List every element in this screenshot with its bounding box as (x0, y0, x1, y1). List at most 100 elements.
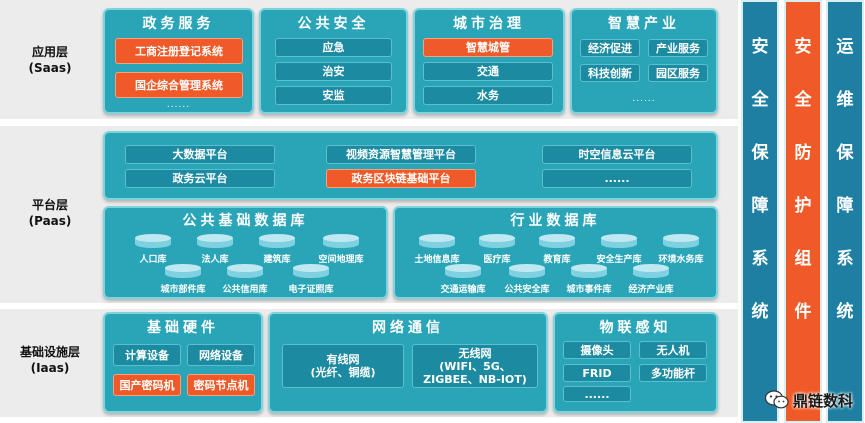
wired-network-detail: (光纤、铜缆) (310, 366, 376, 379)
video-resource-platform[interactable]: 视频资源智慧管理平台 (326, 145, 476, 164)
city-parts-db-label: 城市部件库 (160, 285, 206, 295)
database-icon (293, 264, 329, 280)
business-registration-system[interactable]: 工商注册登记系统 (115, 38, 243, 64)
smart-city-management-item[interactable]: 智慧城管 (423, 38, 553, 57)
industry-services-item[interactable]: 产业服务 (648, 39, 708, 57)
wireless-network-detail-2: ZIGBEE、NB-IOT) (423, 372, 527, 386)
smart-industry-panel: 智慧产业 经济促进 产业服务 科技创新 园区服务 ...... (570, 8, 718, 114)
public-credit-db[interactable]: 公共信用库 (222, 264, 268, 295)
security-char-6: 统 (751, 302, 769, 322)
wired-network[interactable]: 有线网 (光纤、铜缆) (282, 344, 404, 388)
spatiotemporal-cloud-platform[interactable]: 时空信息云平台 (542, 145, 692, 164)
medical-db[interactable]: 医疗库 (477, 234, 517, 265)
network-communication-panel: 网络通信 有线网 (光纤、铜缆) 无线网 (WIFI、5G、 ZIGBEE、NB… (268, 312, 548, 413)
water-affairs-item[interactable]: 水务 (423, 86, 553, 105)
land-info-db-label: 土地信息库 (414, 255, 460, 265)
watermark: 鼎链数科 (764, 389, 853, 411)
database-icon (509, 264, 545, 280)
database-icon (135, 234, 171, 250)
gov-cloud-platform[interactable]: 政务云平台 (125, 169, 275, 188)
tech-innovation-item[interactable]: 科技创新 (580, 64, 640, 82)
camera-item[interactable]: 摄像头 (563, 341, 631, 359)
ops-char-4: 障 (836, 196, 854, 216)
iot-sensing-title: 物联感知 (599, 320, 672, 336)
security-protection-component-bar: 安 全 防 护 组 件 (784, 0, 822, 423)
population-db-label: 人口库 (139, 255, 167, 265)
economic-industry-db[interactable]: 经济产业库 (628, 264, 674, 295)
spatial-geo-db-label: 空间地理库 (318, 255, 364, 265)
transportation-item[interactable]: 交通 (423, 62, 553, 81)
education-db[interactable]: 教育库 (537, 234, 577, 265)
security-char-2: 全 (751, 90, 769, 110)
production-safety-db-label: 安全生产库 (596, 255, 642, 265)
database-icon (633, 264, 669, 280)
wireless-network[interactable]: 无线网 (WIFI、5G、 ZIGBEE、NB-IOT) (412, 344, 538, 388)
environment-water-db[interactable]: 环境水务库 (658, 234, 704, 265)
legal-person-db[interactable]: 法人库 (195, 234, 235, 265)
building-db-label: 建筑库 (263, 255, 291, 265)
database-icon (419, 234, 455, 250)
gov-services-panel: 政务服务 工商注册登记系统 国企综合管理系统 ...... (103, 8, 254, 114)
database-icon (197, 234, 233, 250)
emergency-item[interactable]: 应急 (275, 38, 392, 57)
security-char-4: 障 (751, 196, 769, 216)
land-info-db[interactable]: 土地信息库 (414, 234, 460, 265)
frid-item[interactable]: FRID (563, 364, 631, 382)
e-license-db[interactable]: 电子证照库 (288, 264, 334, 295)
big-data-platform[interactable]: 大数据平台 (125, 145, 275, 164)
iaas-layer-sub: (Iaas) (30, 361, 70, 375)
wireless-network-detail-1: (WIFI、5G、 (439, 359, 511, 373)
basic-hardware-panel: 基础硬件 计算设备 网络设备 国产密码机 密码节点机 (103, 312, 263, 413)
ops-char-5: 系 (836, 249, 854, 269)
basic-hardware-title: 基础硬件 (147, 320, 219, 336)
ops-assurance-system-bar: 运 维 保 障 系 统 (826, 0, 864, 423)
safety-supervision-item[interactable]: 安监 (275, 86, 392, 105)
network-device[interactable]: 网络设备 (187, 344, 255, 366)
building-db[interactable]: 建筑库 (257, 234, 297, 265)
database-icon (539, 234, 575, 250)
transport-db[interactable]: 交通运输库 (440, 264, 486, 295)
computing-device[interactable]: 计算设备 (113, 344, 181, 366)
paas-layer-sub: (Paas) (28, 214, 72, 228)
public-order-item[interactable]: 治安 (275, 62, 392, 81)
urban-governance-title: 城市治理 (453, 16, 525, 32)
gov-services-more: ...... (166, 100, 191, 110)
crypto-node-machine[interactable]: 密码节点机 (187, 374, 255, 396)
saas-layer-name: 应用层 (31, 45, 68, 59)
wechat-icon (764, 389, 789, 411)
urban-governance-panel: 城市治理 智慧城管 交通 水务 (413, 8, 565, 114)
public-security-db[interactable]: 公共安全库 (504, 264, 550, 295)
drone-item[interactable]: 无人机 (639, 341, 707, 359)
protection-char-5: 组 (794, 249, 812, 269)
paas-layer-label: 平台层 (Paas) (0, 197, 100, 229)
database-icon (479, 234, 515, 250)
iaas-layer-name: 基础设施层 (19, 345, 80, 359)
platforms-panel: 大数据平台 政务云平台 视频资源智慧管理平台 政务区块链基础平台 时空信息云平台… (103, 131, 718, 200)
spatial-geo-db[interactable]: 空间地理库 (318, 234, 364, 265)
city-events-db[interactable]: 城市事件库 (566, 264, 612, 295)
iot-more: ...... (563, 386, 631, 402)
paas-layer-name: 平台层 (31, 198, 68, 212)
soe-management-system[interactable]: 国企综合管理系统 (115, 72, 243, 98)
saas-layer-sub: (Saas) (28, 61, 72, 75)
environment-water-db-label: 环境水务库 (658, 255, 704, 265)
ops-char-1: 运 (836, 37, 854, 57)
blockchain-platform[interactable]: 政务区块链基础平台 (326, 169, 476, 188)
security-char-1: 安 (751, 37, 769, 57)
database-icon (601, 234, 637, 250)
city-parts-db[interactable]: 城市部件库 (160, 264, 206, 295)
economic-promotion-item[interactable]: 经济促进 (580, 39, 640, 57)
ops-char-6: 统 (836, 302, 854, 322)
database-icon (445, 264, 481, 280)
multifunction-pole-item[interactable]: 多功能杆 (639, 364, 707, 382)
ops-char-2: 维 (836, 90, 854, 110)
population-db[interactable]: 人口库 (133, 234, 173, 265)
iot-sensing-panel: 物联感知 摄像头 无人机 FRID 多功能杆 ...... (553, 312, 718, 413)
wired-network-label: 有线网 (326, 353, 360, 366)
database-icon (259, 234, 295, 250)
protection-char-1: 安 (794, 37, 812, 57)
park-services-item[interactable]: 园区服务 (648, 64, 708, 82)
e-license-db-label: 电子证照库 (288, 285, 334, 295)
domestic-crypto-machine[interactable]: 国产密码机 (113, 374, 181, 396)
production-safety-db[interactable]: 安全生产库 (596, 234, 642, 265)
